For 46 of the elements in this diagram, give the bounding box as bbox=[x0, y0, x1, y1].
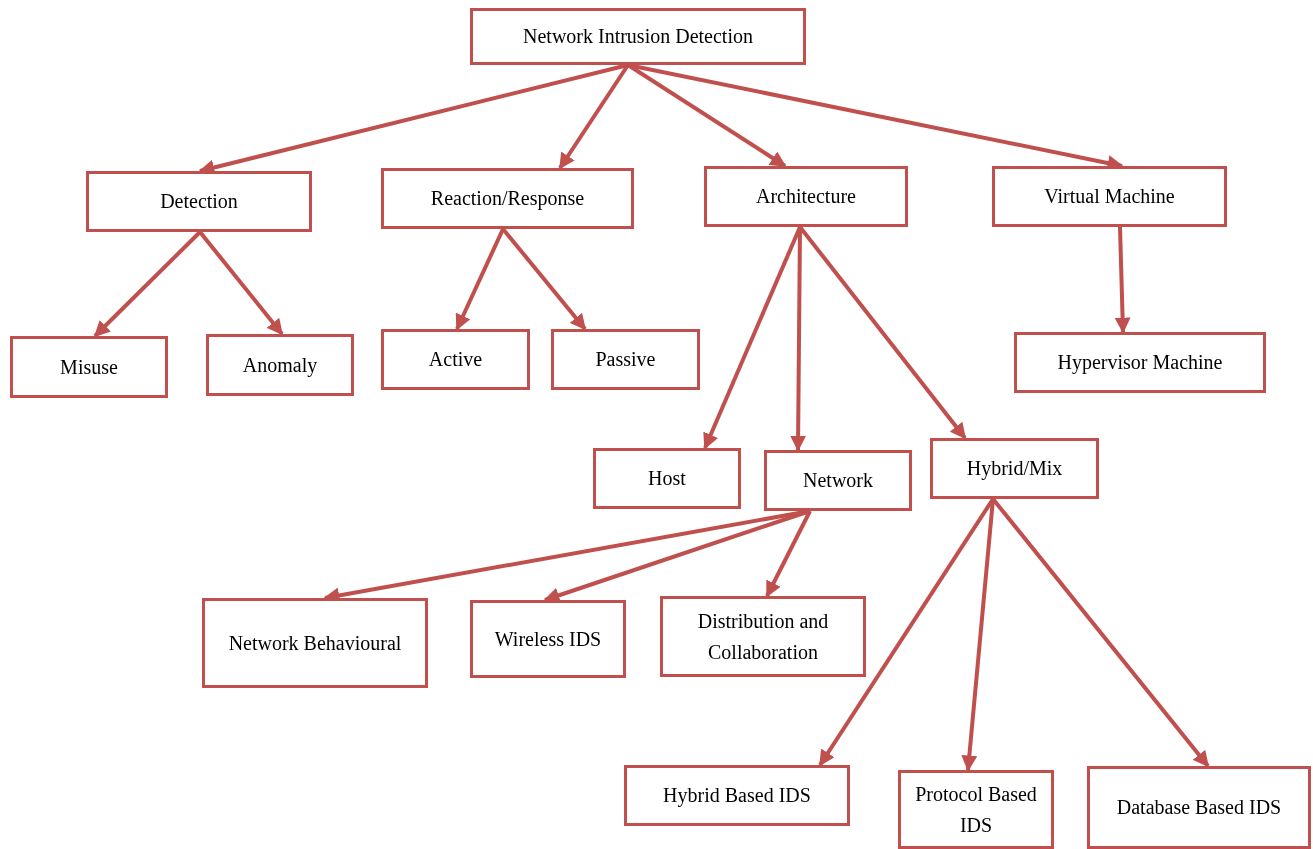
node-label: Virtual Machine bbox=[1044, 184, 1175, 209]
node-label: Protocol Based IDS bbox=[914, 781, 1038, 838]
node-label: Wireless IDS bbox=[494, 626, 602, 652]
arrow bbox=[455, 228, 505, 331]
category-box bbox=[898, 770, 1054, 849]
arrow bbox=[198, 230, 284, 336]
category-box bbox=[593, 448, 741, 509]
node-label: Architecture bbox=[756, 184, 856, 209]
category-box bbox=[470, 600, 626, 678]
category-box bbox=[86, 171, 312, 232]
arrow bbox=[93, 230, 202, 338]
node-label: Host bbox=[648, 466, 686, 491]
category-box bbox=[206, 334, 354, 396]
node-label: Active bbox=[428, 347, 483, 372]
node-label: Passive bbox=[595, 347, 656, 372]
node-label: Distribution and Collaboration bbox=[696, 608, 830, 665]
node-label: Database Based IDS bbox=[1116, 795, 1282, 820]
arrow bbox=[765, 510, 812, 598]
category-box bbox=[1087, 766, 1311, 849]
category-box bbox=[764, 450, 912, 511]
category-box bbox=[704, 166, 908, 227]
node-label: Network Intrusion Detection bbox=[523, 24, 753, 49]
node-label: Hypervisor Machine bbox=[1057, 350, 1223, 376]
node-label: Hybrid Based IDS bbox=[663, 783, 811, 809]
node-label: Network Behavioural bbox=[228, 630, 402, 656]
category-box bbox=[624, 765, 850, 826]
category-box bbox=[1014, 332, 1266, 393]
node-label: Detection bbox=[160, 189, 238, 214]
category-box bbox=[202, 598, 428, 688]
category-box bbox=[381, 329, 530, 390]
arrow bbox=[798, 225, 967, 440]
category-box bbox=[470, 8, 806, 65]
category-box bbox=[992, 166, 1227, 227]
category-box bbox=[381, 168, 634, 229]
arrow bbox=[1114, 226, 1131, 334]
node-label: Anomaly bbox=[242, 352, 318, 379]
node-label: Reaction/Response bbox=[430, 186, 585, 212]
arrow bbox=[501, 227, 587, 331]
node-label: Hybrid/Mix bbox=[966, 456, 1063, 482]
node-label: Network bbox=[803, 468, 873, 493]
category-box bbox=[660, 596, 866, 677]
node-label: Misuse bbox=[60, 354, 118, 380]
category-box bbox=[551, 329, 700, 390]
category-box bbox=[10, 336, 168, 398]
category-box bbox=[930, 438, 1099, 499]
arrow bbox=[991, 497, 1210, 768]
